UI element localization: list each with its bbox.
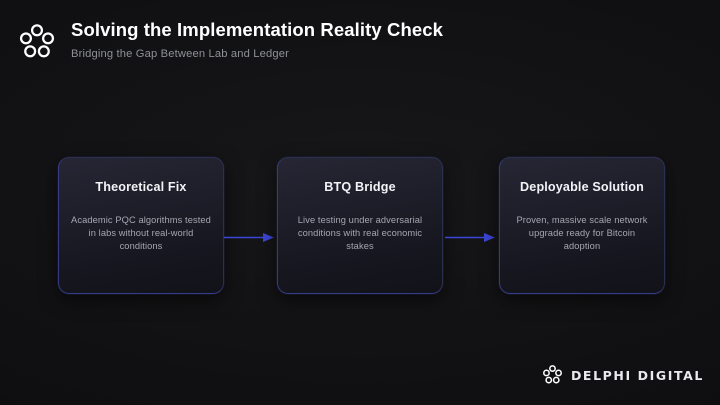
flow-card-theoretical-fix[interactable]: Theoretical Fix Academic PQC algorithms … [58,157,224,294]
page-subtitle: Bridging the Gap Between Lab and Ledger [71,48,289,60]
flow-card-deployable-solution[interactable]: Deployable Solution Proven, massive scal… [499,157,665,294]
arrow-right-icon [445,232,495,243]
flow-card-title: Deployable Solution [520,180,644,194]
arrow-right-icon [224,232,274,243]
delphi-ring-icon [16,22,58,64]
delphi-digital-wordmark: DELPHI DIGITAL [570,368,704,383]
process-flow-diagram: Theoretical Fix Academic PQC algorithms … [0,157,720,295]
flow-card-title: BTQ Bridge [324,180,396,194]
flow-card-body: Live testing under adversarial condition… [297,215,423,252]
page-title: Solving the Implementation Reality Check [71,19,444,40]
flow-card-body: Proven, massive scale network upgrade re… [516,215,648,252]
delphi-digital-logo: DELPHI DIGITAL [541,364,704,387]
flow-card-btq-bridge[interactable]: BTQ Bridge Live testing under adversaria… [277,157,443,294]
flow-card-body: Academic PQC algorithms tested in labs w… [71,215,211,252]
delphi-ring-icon [541,364,564,387]
slide-header: Solving the Implementation Reality Check… [0,0,720,90]
flow-card-title: Theoretical Fix [95,180,187,194]
